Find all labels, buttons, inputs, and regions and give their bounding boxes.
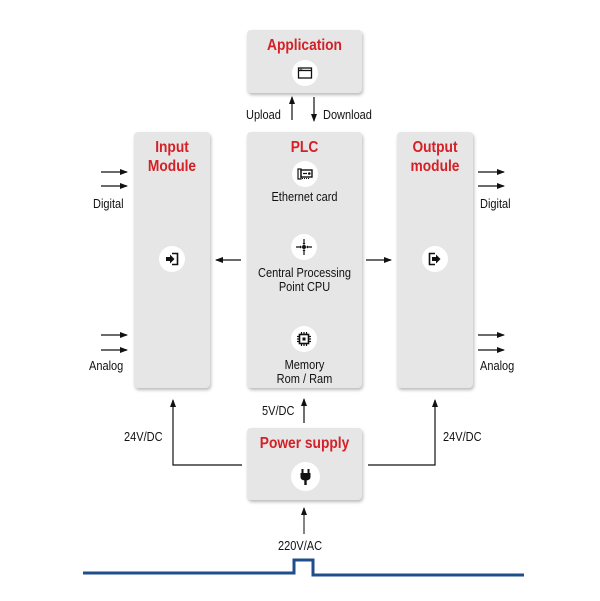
application-icon-circle (292, 60, 318, 86)
plc-box[interactable]: PLC Ethernet card Central Processing Poi… (247, 132, 362, 388)
input-module-title-line2: Module (147, 158, 197, 175)
input-module-box[interactable]: Input Module (134, 132, 210, 388)
memory-label-line1: Memory (284, 358, 325, 372)
mains-line (83, 558, 524, 577)
network-card-icon (297, 168, 313, 180)
sign-out-icon (428, 252, 441, 266)
mains-voltage-label: 220V/AC (278, 539, 323, 553)
ethernet-card-icon-circle[interactable] (292, 161, 318, 187)
ethernet-card-label: Ethernet card (271, 190, 338, 204)
application-box[interactable]: Application (247, 30, 362, 93)
chip-icon (297, 332, 311, 346)
sign-in-icon (166, 252, 179, 266)
power-supply-box[interactable]: Power supply (247, 428, 362, 500)
output-module-box[interactable]: Output module (397, 132, 473, 388)
power-to-input-wire (170, 399, 242, 466)
input-digital-label: Digital (93, 197, 124, 211)
upload-label: Upload (246, 108, 281, 122)
plc-title: PLC (290, 139, 319, 156)
input-module-title-line1: Input (155, 139, 189, 156)
application-title: Application (267, 37, 342, 54)
cpu-crosshair-icon (296, 239, 312, 255)
plc-power-label: 5V/DC (262, 404, 295, 418)
download-label: Download (323, 108, 372, 122)
plug-icon (300, 469, 311, 485)
input-power-label: 24V/DC (124, 430, 163, 444)
output-module-icon-circle (422, 246, 448, 272)
memory-icon-circle[interactable] (291, 326, 317, 352)
input-module-icon-circle (159, 246, 185, 272)
browser-window-icon (297, 67, 313, 79)
output-module-title-line2: module (410, 158, 460, 175)
input-analog-label: Analog (89, 359, 124, 373)
output-digital-label: Digital (480, 197, 511, 211)
power-to-output-wire (368, 399, 438, 466)
cpu-label-line2: Point CPU (278, 280, 331, 294)
power-supply-icon-circle (291, 462, 320, 491)
memory-label-line2: Rom / Ram (276, 372, 333, 386)
cpu-icon-circle[interactable] (291, 234, 317, 260)
cpu-label-line1: Central Processing (258, 266, 351, 280)
output-analog-label: Analog (480, 359, 515, 373)
output-module-title-line1: Output (412, 139, 458, 156)
power-supply-title: Power supply (259, 435, 350, 452)
output-power-label: 24V/DC (443, 430, 482, 444)
